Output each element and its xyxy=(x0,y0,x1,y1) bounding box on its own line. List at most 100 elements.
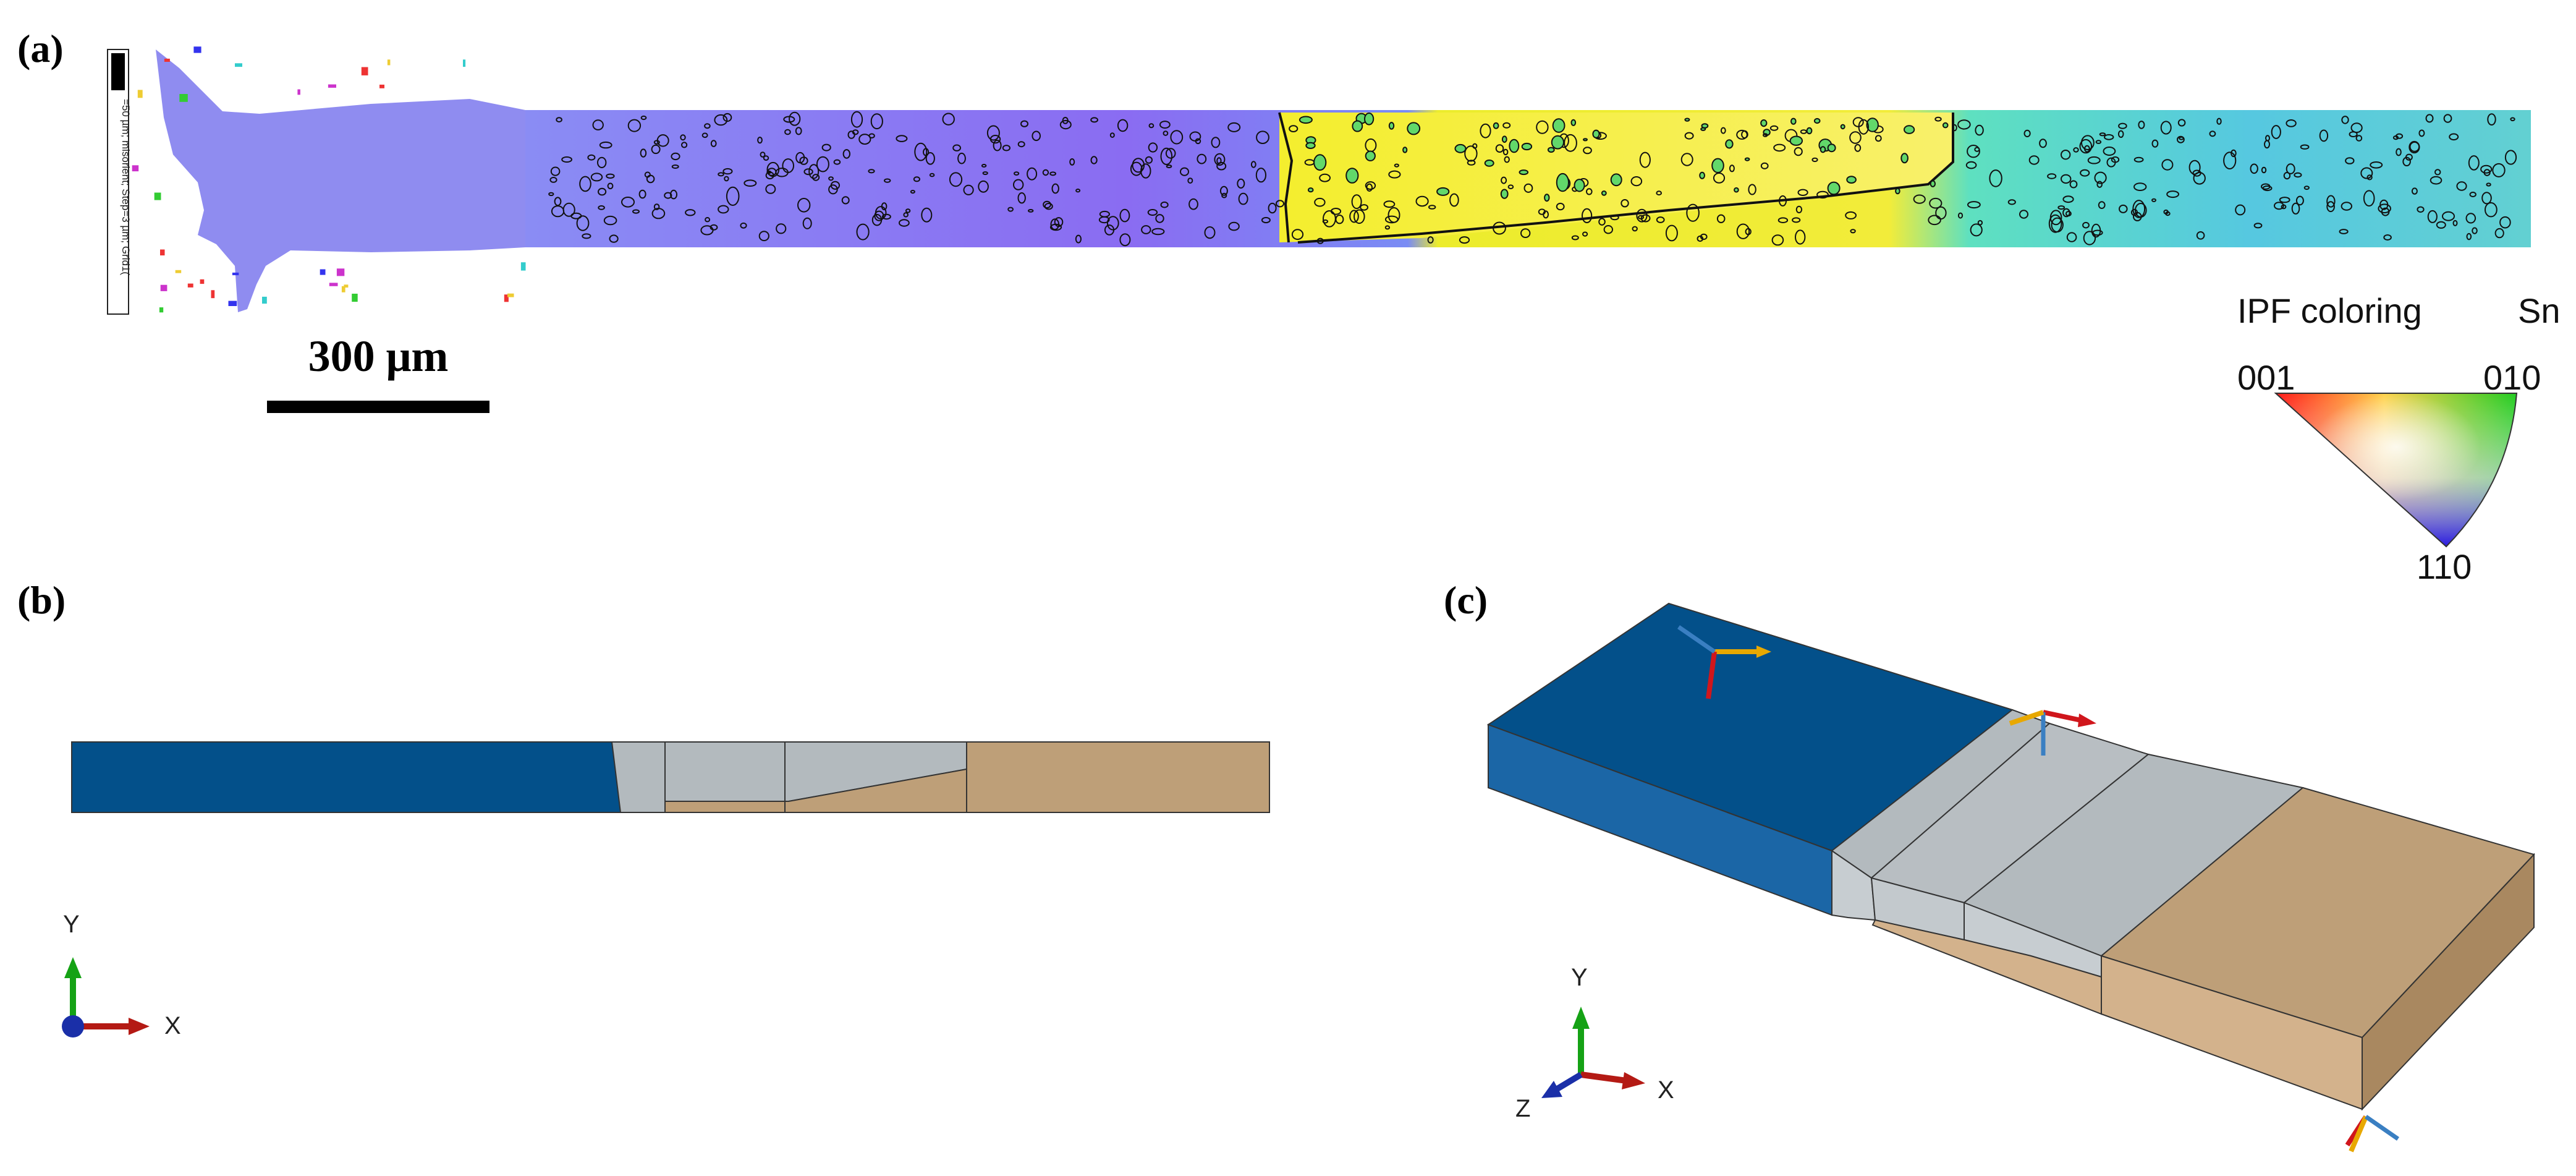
ebsd-grain-speck xyxy=(2349,131,2358,138)
ebsd-grain-speck xyxy=(1849,131,1862,144)
ebsd-grain-speck xyxy=(2048,214,2062,233)
ebsd-grain-speck xyxy=(1582,231,1588,237)
ebsd-grain-speck xyxy=(1771,234,1784,246)
ebsd-grain-speck xyxy=(1977,219,1983,226)
ebsd-grain-speck xyxy=(1699,171,1706,179)
ebsd-grain-speck xyxy=(899,219,910,227)
ebsd-grain-speck xyxy=(2370,161,2383,169)
ebsd-grain-speck xyxy=(2084,145,2090,153)
ebsd-grain-speck xyxy=(1929,197,1943,209)
triad-3d-y-label: Y xyxy=(1571,964,1588,991)
ebsd-grain-speck xyxy=(2499,216,2511,229)
ebsd-grain-speck xyxy=(2472,227,2478,234)
ebsd-stray-pixel xyxy=(328,84,336,88)
ebsd-grain-speck xyxy=(2326,195,2336,208)
ebsd-grain-speck xyxy=(856,223,870,241)
ebsd-stray-pixel xyxy=(262,296,267,304)
ebsd-grain-speck xyxy=(2235,204,2246,216)
ebsd-grain-speck xyxy=(1850,229,1856,234)
ebsd-stray-pixel xyxy=(232,272,239,276)
ebsd-stray-pixel xyxy=(463,59,466,67)
ebsd-grain-speck xyxy=(2132,200,2146,218)
ebsd-grain-speck xyxy=(1364,113,1375,126)
ebsd-grain-speck xyxy=(1054,217,1064,228)
ebsd-grain-speck xyxy=(1845,211,1857,219)
ebsd-grain-speck xyxy=(598,187,607,196)
ebsd-grain-speck xyxy=(1261,216,1271,224)
ebsd-grain-speck xyxy=(1428,205,1436,210)
ebsd-grain-speck xyxy=(2434,169,2441,176)
ebsd-grain-speck xyxy=(1509,138,1520,153)
model-3d xyxy=(1486,602,2535,1153)
model-2d xyxy=(71,741,1270,813)
ebsd-grain-speck xyxy=(1603,225,1614,234)
solder-taper xyxy=(784,768,967,813)
ebsd-grain-speck xyxy=(903,212,909,218)
imc-wedge-left xyxy=(611,741,666,813)
ebsd-grain-speck xyxy=(821,143,831,151)
ebsd-grain-speck xyxy=(2295,195,2304,206)
ebsd-grain-speck xyxy=(1147,209,1158,216)
ebsd-grain-speck xyxy=(1027,167,1038,181)
imc-front-1 xyxy=(1831,850,1876,921)
ebsd-grain-speck xyxy=(1211,137,1221,148)
ebsd-grain-speck xyxy=(1307,187,1314,193)
ebsd-grain-speck xyxy=(2279,197,2290,203)
ebsd-grain-speck xyxy=(705,217,711,223)
ebsd-grain-speck xyxy=(1610,173,1622,187)
ebsd-grain-speck xyxy=(1402,147,1408,153)
ebsd-grain-speck xyxy=(2392,135,2399,140)
ebsd-grain-speck xyxy=(797,198,811,213)
ebsd-grain-speck xyxy=(1214,153,1226,166)
ebsd-grain-speck xyxy=(2480,164,2493,174)
ebsd-grain-speck xyxy=(1237,178,1245,189)
ebsd-grain-speck xyxy=(1238,192,1248,205)
ebsd-grain-speck xyxy=(1313,154,1327,171)
ebsd-grain-speck xyxy=(724,176,729,182)
ebsd-grain-speck xyxy=(2133,182,2147,192)
ebsd-grain-speck xyxy=(1760,119,1768,127)
ebsd-grain-speck xyxy=(1276,200,1284,208)
ebsd-grain-speck xyxy=(2066,232,2077,242)
ebsd-grain-speck xyxy=(2326,201,2335,213)
ebsd-grain-speck xyxy=(2411,187,2418,195)
ebsd-grain-speck xyxy=(1748,184,1756,195)
ebsd-grain-speck xyxy=(653,203,660,210)
ebsd-stray-pixel xyxy=(200,279,205,284)
ebsd-grain-speck xyxy=(549,177,557,183)
ebsd-grain-speck xyxy=(2049,210,2062,226)
ebsd-stray-pixel xyxy=(211,290,215,299)
ebsd-grain-speck xyxy=(914,142,928,161)
ebsd-grain-speck xyxy=(2196,231,2205,240)
ebsd-grain-speck xyxy=(1773,143,1786,152)
ebsd-grain-speck xyxy=(1109,132,1115,138)
ebsd-grain-speck xyxy=(2425,114,2434,123)
ebsd-grain-speck xyxy=(765,184,776,194)
ebsd-grain-speck xyxy=(579,176,591,192)
ebsd-grain-speck xyxy=(1501,176,1507,184)
ebsd-grain-speck xyxy=(2492,163,2506,177)
ebsd-stray-pixel xyxy=(520,262,526,271)
ebsd-grain-speck xyxy=(1090,117,1098,123)
ebsd-grain-speck xyxy=(2099,132,2106,137)
ebsd-grain-speck xyxy=(1686,203,1700,222)
ebsd-grain-speck xyxy=(638,189,646,199)
ebsd-grain-speck xyxy=(1895,187,1900,195)
ebsd-grain-speck xyxy=(722,168,733,175)
ebsd-grain-speck xyxy=(1160,201,1169,208)
ebsd-grain-speck xyxy=(1117,119,1129,132)
ebsd-grain-speck xyxy=(1930,180,1936,187)
ebsd-grain-speck xyxy=(2193,172,2206,185)
ebsd-grain-speck xyxy=(1680,153,1693,166)
ebsd-grain-speck xyxy=(603,215,617,226)
ebsd-grain-speck xyxy=(1967,201,1981,209)
ebsd-grain-speck xyxy=(2319,129,2329,142)
ebsd-grain-speck xyxy=(2286,119,2297,127)
ebsd-grain-speck xyxy=(1795,205,1803,213)
ebsd-grain-speck xyxy=(963,184,974,195)
ebsd-grain-speck xyxy=(640,148,647,158)
ebsd-stray-pixel xyxy=(504,294,509,302)
ebsd-grain-speck xyxy=(1219,185,1228,196)
ebsd-grain-speck xyxy=(2363,190,2375,207)
ebsd-grain-speck xyxy=(1464,145,1478,162)
